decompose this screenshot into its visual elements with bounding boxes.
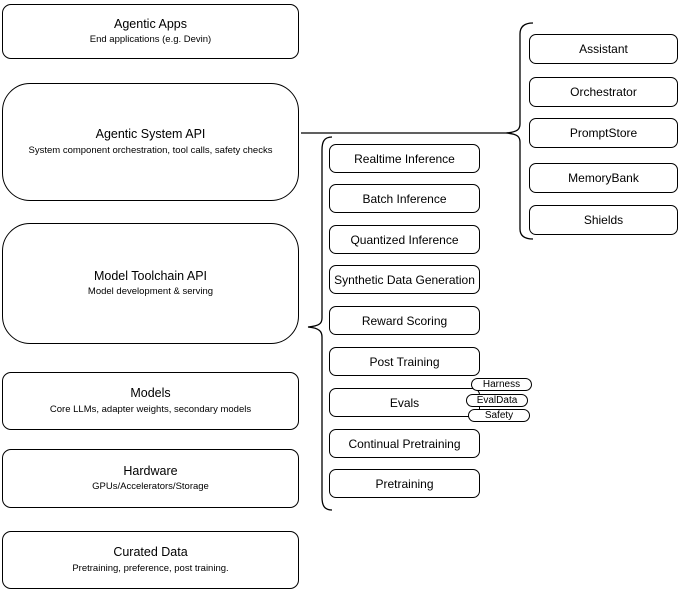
node-evals: Evals [329, 388, 480, 417]
node-pretraining: Pretraining [329, 469, 480, 498]
node-title: Models [130, 386, 171, 401]
node-title: Curated Data [113, 545, 188, 560]
node-subtitle: GPUs/Accelerators/Storage [92, 481, 209, 493]
node-synthetic-data-generation: Synthetic Data Generation [329, 265, 480, 294]
node-title: Agentic System API [95, 127, 206, 142]
node-label: Shields [583, 213, 624, 227]
node-label: Reward Scoring [361, 313, 448, 328]
node-label: MemoryBank [568, 171, 639, 185]
node-reward-scoring: Reward Scoring [329, 306, 480, 335]
node-model-toolchain-api: Model Toolchain API Model development & … [2, 223, 299, 344]
node-label: Evals [389, 395, 420, 410]
tag-label: EvalData [476, 394, 518, 406]
node-subtitle: Core LLMs, adapter weights, secondary mo… [49, 403, 252, 415]
node-agentic-system-api: Agentic System API System component orch… [2, 83, 299, 201]
tag-harness: Harness [471, 378, 532, 391]
tag-safety: Safety [468, 409, 530, 422]
node-label: Pretraining [375, 476, 434, 491]
node-label: Orchestrator [570, 85, 637, 99]
node-label: Synthetic Data Generation [334, 272, 475, 287]
node-promptstore: PromptStore [529, 118, 678, 148]
node-batch-inference: Batch Inference [329, 184, 480, 213]
node-realtime-inference: Realtime Inference [329, 144, 480, 173]
node-assistant: Assistant [529, 34, 678, 64]
node-continual-pretraining: Continual Pretraining [329, 429, 480, 458]
node-subtitle: End applications (e.g. Devin) [89, 34, 212, 46]
node-quantized-inference: Quantized Inference [329, 225, 480, 254]
node-subtitle: System component orchestration, tool cal… [28, 144, 273, 156]
node-subtitle: Pretraining, preference, post training. [72, 562, 229, 574]
node-label: Assistant [579, 42, 628, 56]
node-title: Agentic Apps [114, 16, 187, 31]
node-memorybank: MemoryBank [529, 163, 678, 193]
node-curated-data: Curated Data Pretraining, preference, po… [2, 531, 299, 589]
node-subtitle: Model development & serving [87, 286, 214, 298]
node-hardware: Hardware GPUs/Accelerators/Storage [2, 449, 299, 508]
node-label: Realtime Inference [354, 151, 455, 166]
node-label: Continual Pretraining [348, 436, 461, 451]
node-agentic-apps: Agentic Apps End applications (e.g. Devi… [2, 4, 299, 59]
node-post-training: Post Training [329, 347, 480, 376]
node-title: Model Toolchain API [93, 268, 208, 283]
node-label: PromptStore [569, 126, 638, 140]
tag-evaldata: EvalData [466, 394, 528, 407]
node-label: Post Training [369, 354, 440, 369]
tag-label: Harness [482, 378, 521, 390]
node-models: Models Core LLMs, adapter weights, secon… [2, 372, 299, 430]
tag-label: Safety [484, 409, 514, 421]
node-orchestrator: Orchestrator [529, 77, 678, 107]
node-label: Batch Inference [362, 191, 447, 206]
node-title: Hardware [123, 463, 178, 478]
node-label: Quantized Inference [350, 232, 459, 247]
node-shields: Shields [529, 205, 678, 235]
